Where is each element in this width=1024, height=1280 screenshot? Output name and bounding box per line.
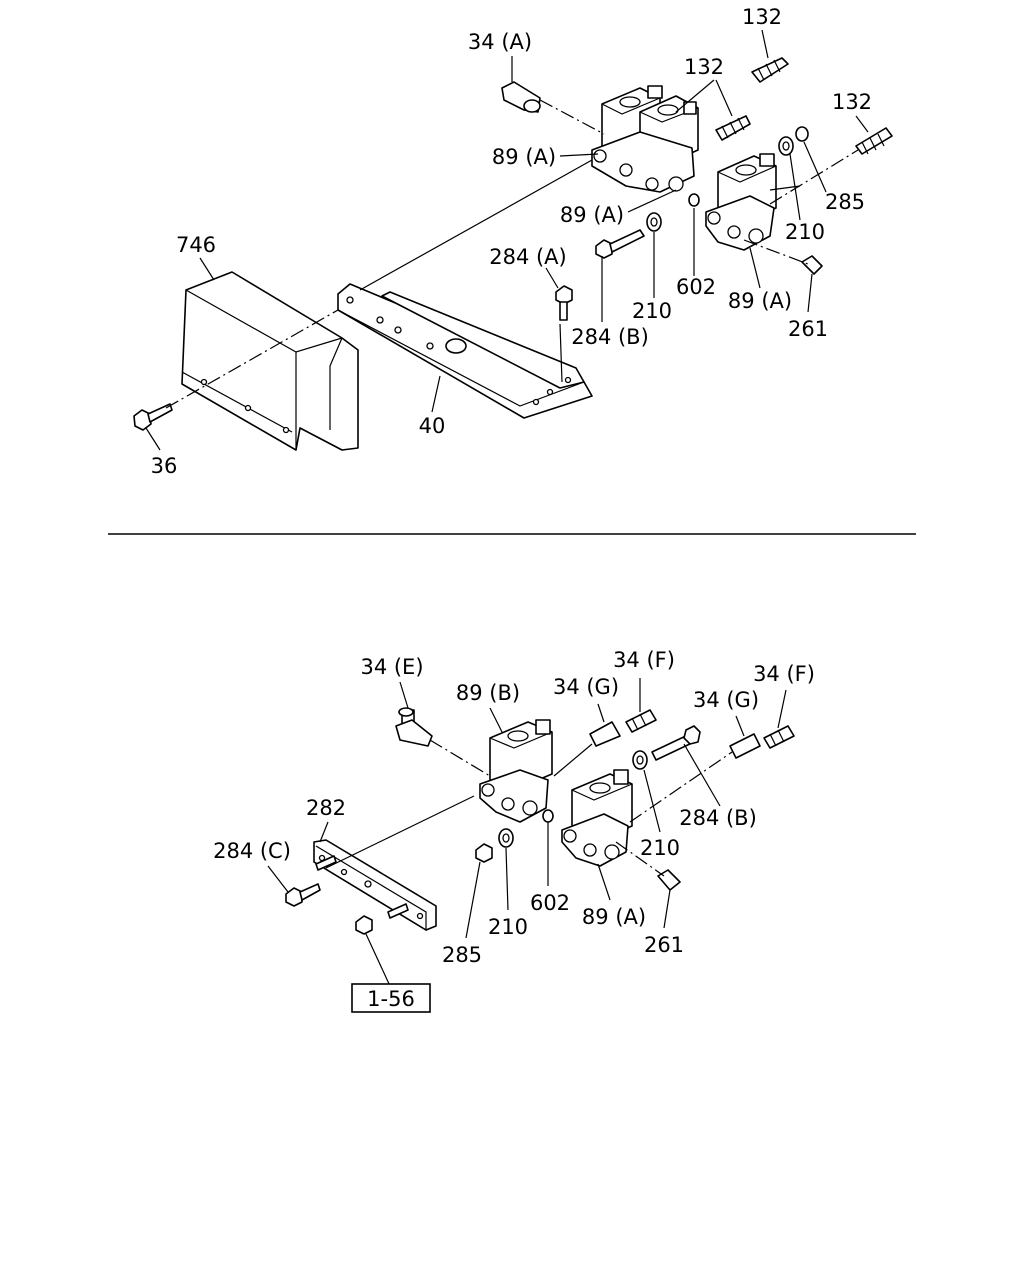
- callout-89a-center: 89 (A): [560, 203, 624, 227]
- callout-284b-bottom: 284 (B): [679, 806, 757, 830]
- connector-34a: [501, 81, 541, 113]
- callout-210-bottom-right: 210: [640, 836, 680, 860]
- nut-285-bottom: [475, 843, 493, 863]
- callout-132-top: 132: [742, 5, 782, 29]
- callout-40: 40: [419, 414, 446, 438]
- callout-36: 36: [151, 454, 178, 478]
- callout-34a: 34 (A): [468, 30, 532, 54]
- bracket-40: [337, 283, 593, 419]
- stud-right: [387, 903, 409, 919]
- plug-261-bottom: [657, 869, 681, 891]
- callout-261-top: 261: [788, 317, 828, 341]
- callout-602-bottom: 602: [530, 891, 570, 915]
- callout-284a-top: 284 (A): [489, 245, 567, 269]
- solenoid-valve-89b: [479, 719, 553, 823]
- callout-34e: 34 (E): [360, 655, 423, 679]
- callout-284b-top: 284 (B): [571, 325, 649, 349]
- fitting-34f-right: [763, 725, 795, 749]
- fitting-34g-left: [589, 721, 621, 747]
- callout-34f-right: 34 (F): [753, 662, 815, 686]
- plug-261-top: [801, 255, 823, 275]
- fitting-132-top: [751, 57, 789, 83]
- callout-34g-left: 34 (G): [553, 675, 619, 699]
- bracket-282: [313, 839, 437, 932]
- cover-746: [181, 271, 359, 451]
- double-solenoid-valve: [591, 85, 699, 193]
- callout-602-top: 602: [676, 275, 716, 299]
- callout-89a-left: 89 (A): [492, 145, 556, 169]
- elbow-fitting-34e: [395, 707, 433, 747]
- oring-602-top: [688, 193, 700, 207]
- callout-89a-right: 89 (A): [728, 289, 792, 313]
- solenoid-valve-89a-bottom: [561, 769, 633, 867]
- bolt-284c: [285, 883, 321, 907]
- callout-132-middle: 132: [684, 55, 724, 79]
- bolt-284b-bottom: [651, 725, 701, 761]
- callout-210-top-right: 210: [785, 220, 825, 244]
- nut-285-top: [795, 126, 809, 142]
- callout-89a-bottom: 89 (A): [582, 905, 646, 929]
- fitting-34g-right: [729, 733, 761, 759]
- reference-box-1-56[interactable]: 1-56: [351, 983, 431, 1013]
- callout-34f-left: 34 (F): [613, 648, 675, 672]
- callout-132-right: 132: [832, 90, 872, 114]
- callout-285-bottom: 285: [442, 943, 482, 967]
- callout-285-top: 285: [825, 190, 865, 214]
- callout-261-bottom: 261: [644, 933, 684, 957]
- top-assembly: 34 (A) 132 132 132 89 (A) 89 (A) 285 210…: [133, 5, 893, 478]
- bolt-36: [133, 403, 173, 431]
- fitting-132-right: [855, 127, 893, 155]
- stud-left: [315, 855, 337, 871]
- callout-746: 746: [176, 233, 216, 257]
- callout-89b: 89 (B): [456, 681, 520, 705]
- callout-282: 282: [306, 796, 346, 820]
- callout-210-bottom-left: 210: [488, 915, 528, 939]
- bolt-284a-top: [555, 285, 573, 321]
- nut-ref-1-56: [355, 915, 373, 935]
- bolt-284b-top: [595, 229, 645, 259]
- single-solenoid-valve-top: [705, 153, 777, 251]
- callout-34g-right: 34 (G): [693, 688, 759, 712]
- callout-284c: 284 (C): [213, 839, 291, 863]
- oring-602-bottom: [542, 809, 554, 823]
- reference-box-label: 1-56: [367, 987, 415, 1011]
- callout-210-top-left: 210: [632, 299, 672, 323]
- bottom-assembly: 34 (E) 89 (B) 34 (G) 34 (F) 34 (G) 34 (F…: [213, 648, 815, 1013]
- fitting-34f-left: [625, 709, 657, 733]
- fitting-132-middle: [715, 115, 751, 141]
